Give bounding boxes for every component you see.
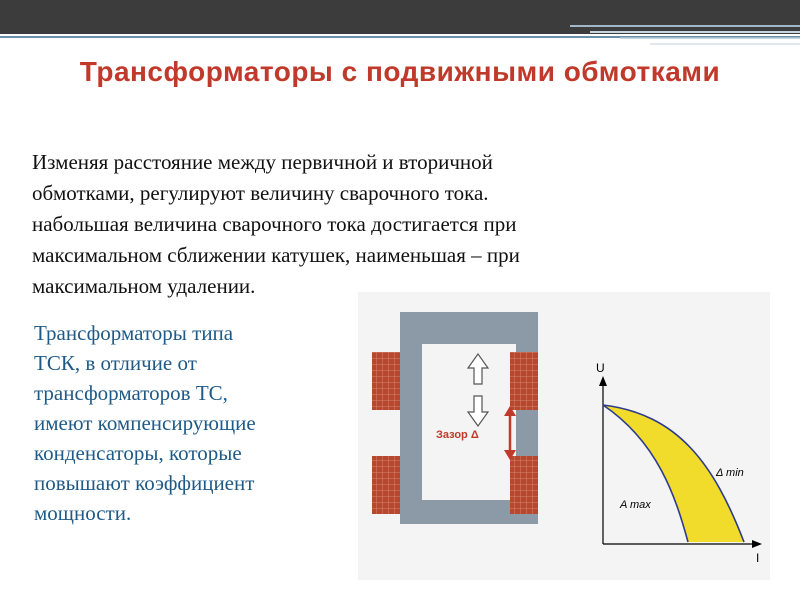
movement-arrow — [466, 352, 490, 428]
slide-title: Трансформаторы с подвижными обмотками — [79, 56, 721, 87]
side-paragraph: Трансформаторы типа ТСК, в отличие от тр… — [34, 318, 364, 528]
side-line: имеют компенсирующие — [34, 411, 256, 435]
decor-accent-lines — [570, 25, 800, 45]
side-line: ТСК, в отличие от — [34, 351, 197, 375]
secondary-coil-left — [372, 456, 400, 514]
side-line: повышают коэффициент — [34, 471, 255, 495]
curve-label-min: Δ min — [715, 467, 744, 479]
side-line: Трансформаторы типа — [34, 321, 234, 345]
side-line: мощности. — [34, 501, 132, 525]
intro-paragraph: Изменяя расстояние между первичной и вто… — [32, 147, 772, 302]
intro-line: максимальном сближении катушек, наименьш… — [32, 243, 520, 267]
gap-arrow — [504, 406, 516, 460]
primary-coil-left — [372, 352, 400, 410]
transformer-figure: Зазор Δ U I Δ min A max — [358, 292, 770, 580]
side-line: трансформаторов ТС, — [34, 381, 228, 405]
x-axis-label: I — [756, 551, 759, 565]
gap-label: Зазор Δ — [436, 429, 479, 441]
intro-line: набольшая величина сварочного тока дости… — [32, 212, 517, 236]
y-axis-arrow — [599, 376, 607, 386]
side-line: конденсаторы, которые — [34, 441, 242, 465]
top-decor-bar — [0, 0, 800, 34]
curve-region — [603, 405, 744, 542]
intro-line: обмотками, регулируют величину сварочног… — [32, 181, 489, 205]
curve-min — [602, 404, 745, 543]
secondary-coil-right — [510, 456, 538, 514]
primary-coil-right — [510, 352, 538, 410]
x-axis-arrow — [752, 540, 762, 548]
intro-line: Изменяя расстояние между первичной и вто… — [32, 150, 493, 174]
curve-label-max: A max — [619, 499, 651, 511]
curve-max — [602, 404, 689, 543]
intro-line: максимальном удалении. — [32, 274, 256, 298]
top-decor-line — [0, 36, 800, 38]
characteristic-plot: U I Δ min A max — [596, 361, 762, 565]
y-axis-label: U — [596, 361, 605, 375]
